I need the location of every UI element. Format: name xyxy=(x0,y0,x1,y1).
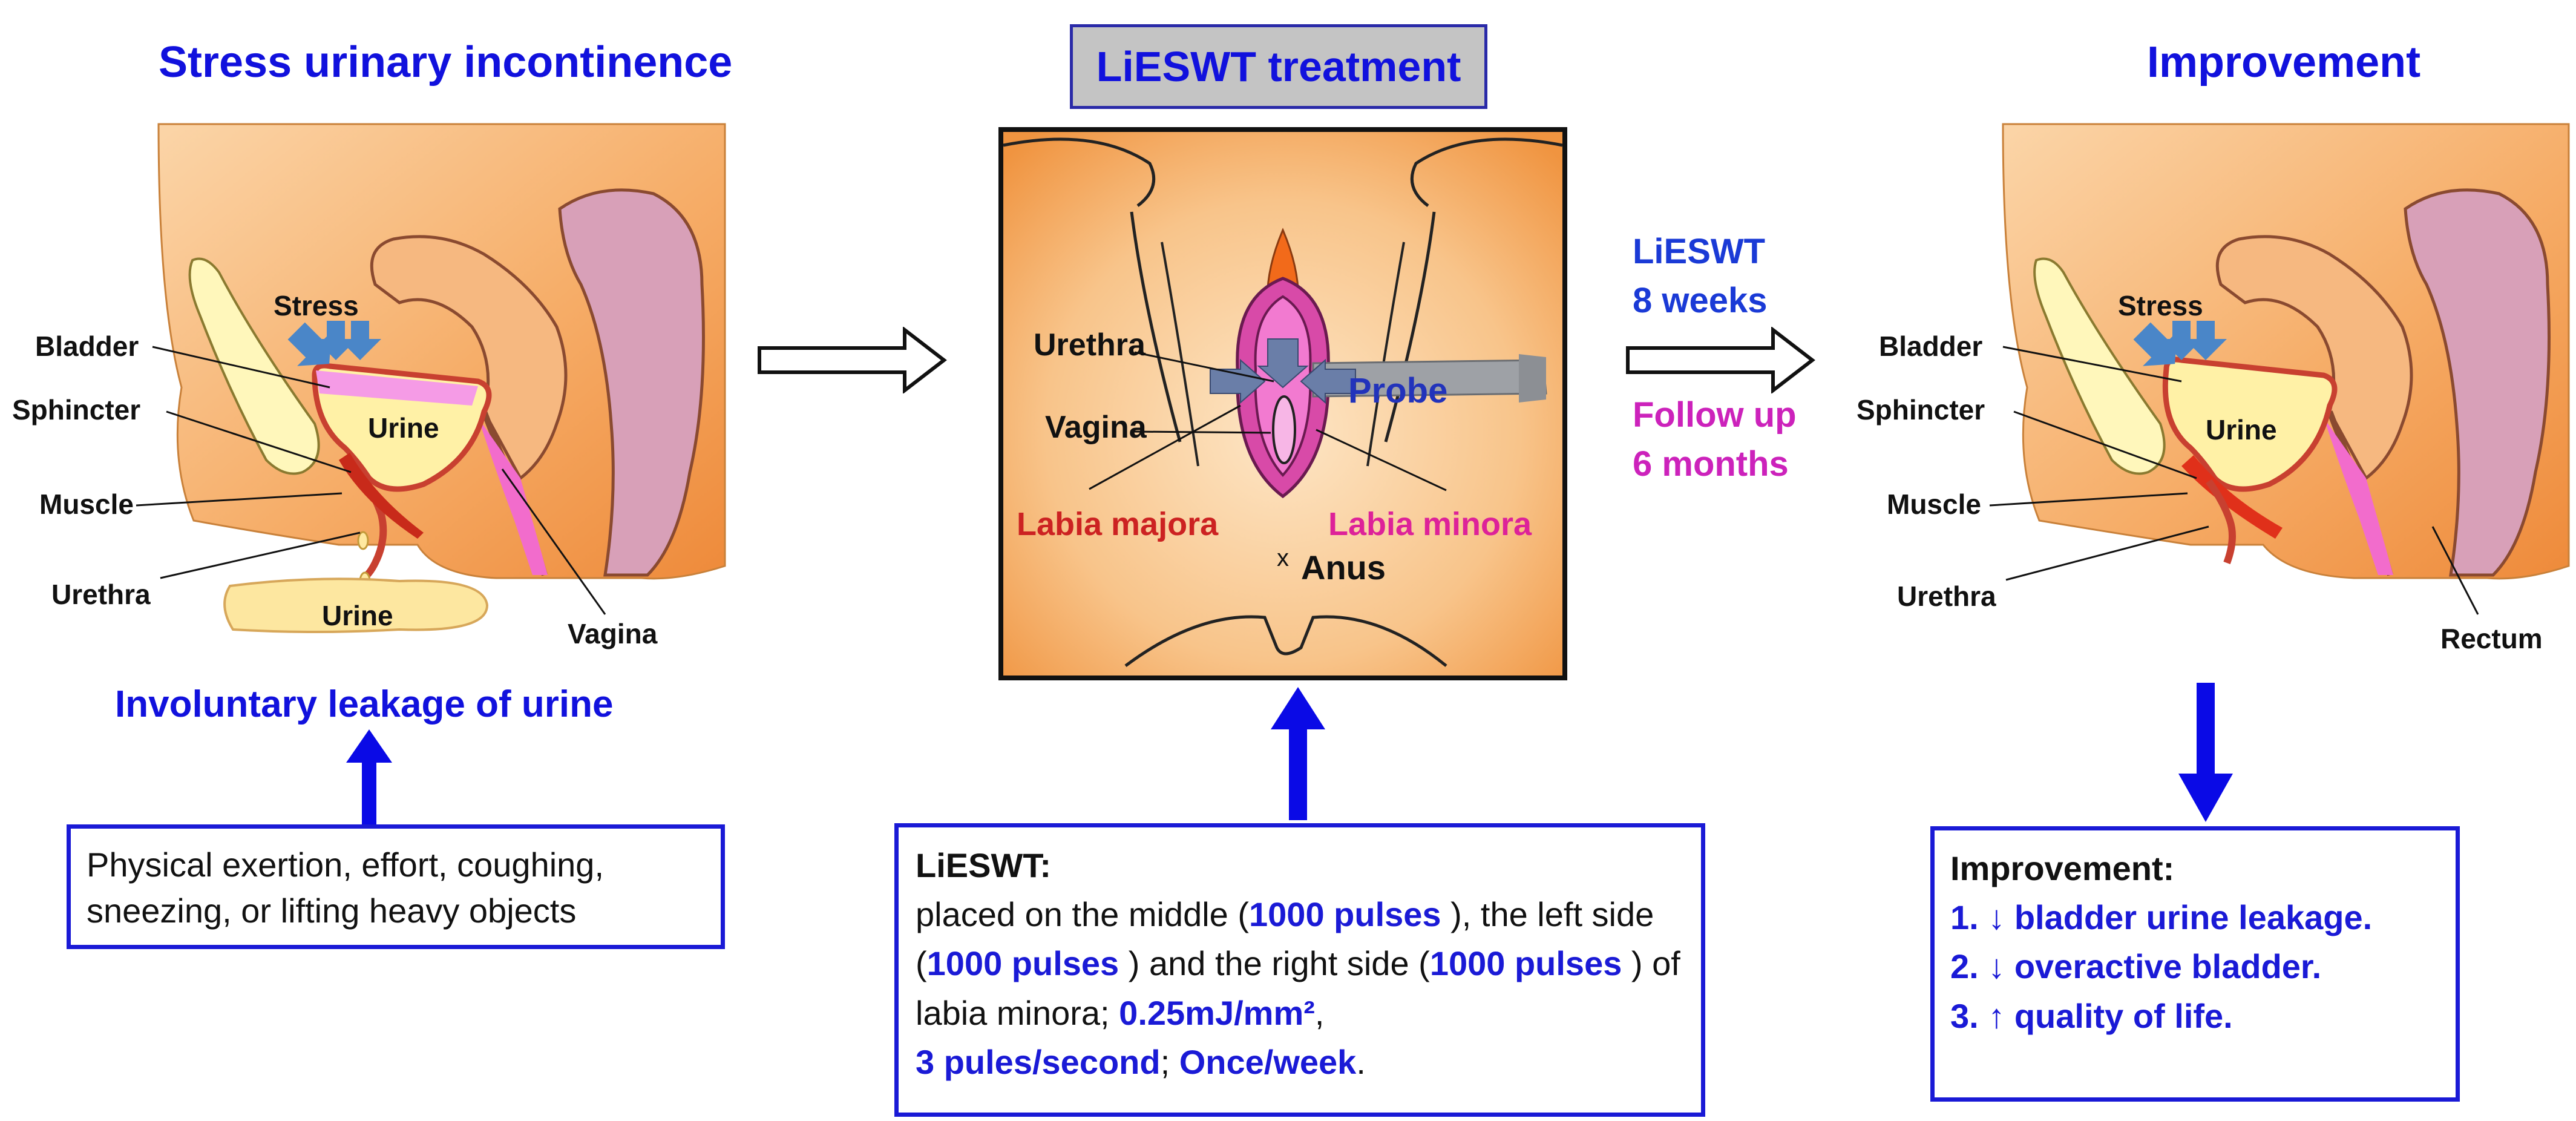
transition-line-8weeks: 8 weeks xyxy=(1633,281,1768,321)
right-label-urine: Urine xyxy=(2206,414,2277,445)
left-up-arrow xyxy=(346,729,392,826)
left-title: Stress urinary incontinence xyxy=(159,38,733,87)
right-anatomy-illustration xyxy=(1989,123,2570,615)
left-caption-leakage: Involuntary leakage of urine xyxy=(115,683,614,725)
middle-title-box: LiESWT treatment xyxy=(1070,24,1487,109)
right-label-rectum: Rectum xyxy=(2440,623,2543,654)
right-bladder xyxy=(2162,357,2338,492)
left-label-bladder: Bladder xyxy=(35,330,139,362)
transition-line-followup: Follow up xyxy=(1633,395,1797,435)
left-urine-drop-1 xyxy=(357,531,369,550)
left-rectum xyxy=(558,188,705,577)
right-improvement-box: Improvement: 1. ↓ bladder urine leakage.… xyxy=(1930,826,2460,1102)
right-urethra-tube xyxy=(2206,479,2236,565)
right-stress-arrows xyxy=(2133,321,2227,366)
middle-protocol-frequency: Once/week xyxy=(1179,1042,1357,1081)
middle-protocol-energy: 0.25mJ/mm² xyxy=(1119,993,1315,1032)
right-label-muscle: Muscle xyxy=(1887,488,1981,520)
middle-protocol-box: LiESWT: placed on the middle (1000 pulse… xyxy=(894,823,1705,1117)
right-improvement-heading: Improvement: xyxy=(1950,849,2175,887)
middle-label-probe: Probe xyxy=(1348,371,1448,410)
middle-anus-mark: x xyxy=(1277,545,1289,571)
left-label-urine-inside: Urine xyxy=(368,412,439,444)
right-label-bladder: Bladder xyxy=(1879,330,1983,362)
middle-protocol-t2: ), the left side ( xyxy=(916,895,1654,983)
middle-perineum-illustration xyxy=(998,127,1567,680)
left-pubic-bone xyxy=(188,257,320,475)
right-improvement-item-3: 3. ↑ quality of life. xyxy=(1950,996,2233,1035)
right-leader-lines xyxy=(1989,346,2479,615)
right-title: Improvement xyxy=(2147,38,2421,87)
right-down-arrow xyxy=(2178,683,2233,822)
right-label-sphincter: Sphincter xyxy=(1857,394,1985,426)
left-cause-box: Physical exertion, effort, coughing, sne… xyxy=(67,824,725,949)
right-improvement-item-2: 2. ↓ overactive bladder. xyxy=(1950,947,2322,986)
middle-protocol-rate: 3 pules/second xyxy=(916,1042,1161,1081)
left-stress-arrows xyxy=(287,321,381,366)
middle-protocol-t1: placed on the middle ( xyxy=(916,895,1250,934)
left-label-vagina: Vagina xyxy=(568,618,658,649)
left-vagina-fill xyxy=(478,418,548,575)
middle-vagina-opening xyxy=(1272,395,1296,464)
middle-protocol-t5: , xyxy=(1314,993,1325,1032)
middle-title: LiESWT treatment xyxy=(1096,43,1461,90)
middle-protocol-text: LiESWT: placed on the middle (1000 pulse… xyxy=(916,841,1684,1086)
middle-protocol-pulses-2: 1000 pulses xyxy=(926,944,1119,983)
transition-line-lieswt: LiESWT xyxy=(1633,232,1766,271)
right-rectum xyxy=(2404,188,2551,577)
middle-label-anus: Anus xyxy=(1301,548,1386,587)
right-uterus xyxy=(2215,235,2413,481)
left-muscle-band xyxy=(339,453,424,539)
middle-protocol-pulses-3: 1000 pulses xyxy=(1429,944,1622,983)
right-improvement-item-1: 1. ↓ bladder urine leakage. xyxy=(1950,898,2373,937)
right-label-urethra: Urethra xyxy=(1897,580,1996,612)
middle-label-labia-minora: Labia minora xyxy=(1328,506,1532,542)
left-urine-puddle xyxy=(223,577,489,633)
middle-label-labia-majora: Labia majora xyxy=(1017,506,1219,542)
middle-protocol-t4: ) of labia minora; xyxy=(916,944,1680,1032)
transition-line-6months: 6 months xyxy=(1633,444,1789,484)
left-bladder-top-pink xyxy=(316,370,478,406)
middle-protocol-t6: ; xyxy=(1160,1042,1179,1081)
middle-protocol-t3: ) and the right side ( xyxy=(1119,944,1430,983)
left-uterus xyxy=(370,235,568,481)
transition-followup-block: Follow up 6 months xyxy=(1633,390,1832,488)
middle-up-arrow xyxy=(1271,687,1325,820)
right-muscle-band xyxy=(2181,455,2283,539)
left-label-muscle: Muscle xyxy=(39,488,134,520)
hollow-arrow-right xyxy=(1626,327,1815,393)
middle-protocol-pulses-1: 1000 pulses xyxy=(1249,895,1441,934)
hollow-arrow-left xyxy=(758,327,947,393)
left-label-urine-puddle: Urine xyxy=(322,600,393,631)
left-label-sphincter: Sphincter xyxy=(12,394,141,426)
transition-text-block: LiESWT 8 weeks xyxy=(1633,227,1820,325)
middle-label-urethra: Urethra xyxy=(1034,327,1145,363)
left-label-urethra: Urethra xyxy=(51,579,151,610)
middle-label-vagina: Vagina xyxy=(1045,410,1147,445)
middle-protocol-heading: LiESWT: xyxy=(916,846,1051,884)
left-leader-lines xyxy=(136,346,606,615)
left-anatomy-illustration xyxy=(136,123,726,633)
left-cause-text: Physical exertion, effort, coughing, sne… xyxy=(87,846,605,930)
right-label-stress: Stress xyxy=(2118,290,2203,321)
middle-protocol-t7: . xyxy=(1356,1042,1366,1081)
left-label-stress: Stress xyxy=(274,290,359,321)
